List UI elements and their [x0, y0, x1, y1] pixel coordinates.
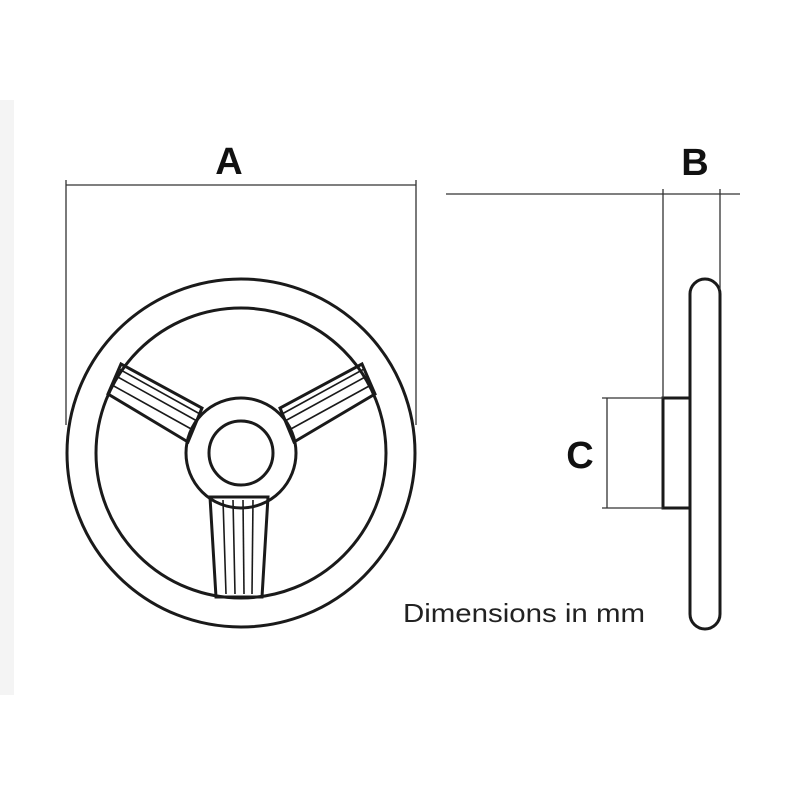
dimension-a-label: A — [215, 141, 242, 183]
hub-inner — [207, 419, 275, 487]
hub-outer — [184, 396, 298, 510]
dimension-a: A — [65, 141, 417, 425]
left-background-band — [0, 100, 14, 695]
wheel-front-view — [65, 277, 417, 629]
wheel-rim-inner — [94, 306, 388, 600]
hub-profile — [661, 396, 692, 510]
dimension-c: C — [566, 397, 663, 509]
dimension-b: B — [446, 142, 740, 398]
spoke-bottom — [208, 495, 270, 599]
spoke-upper-right — [278, 361, 377, 445]
units-note: Dimensions in mm — [403, 598, 645, 628]
dimension-c-label: C — [566, 435, 593, 477]
wheel-side-view — [661, 277, 722, 631]
spoke-upper-left — [106, 361, 204, 445]
wheel-rim-outer — [65, 277, 417, 629]
rim-profile — [688, 277, 722, 631]
dimension-b-label: B — [681, 142, 708, 184]
